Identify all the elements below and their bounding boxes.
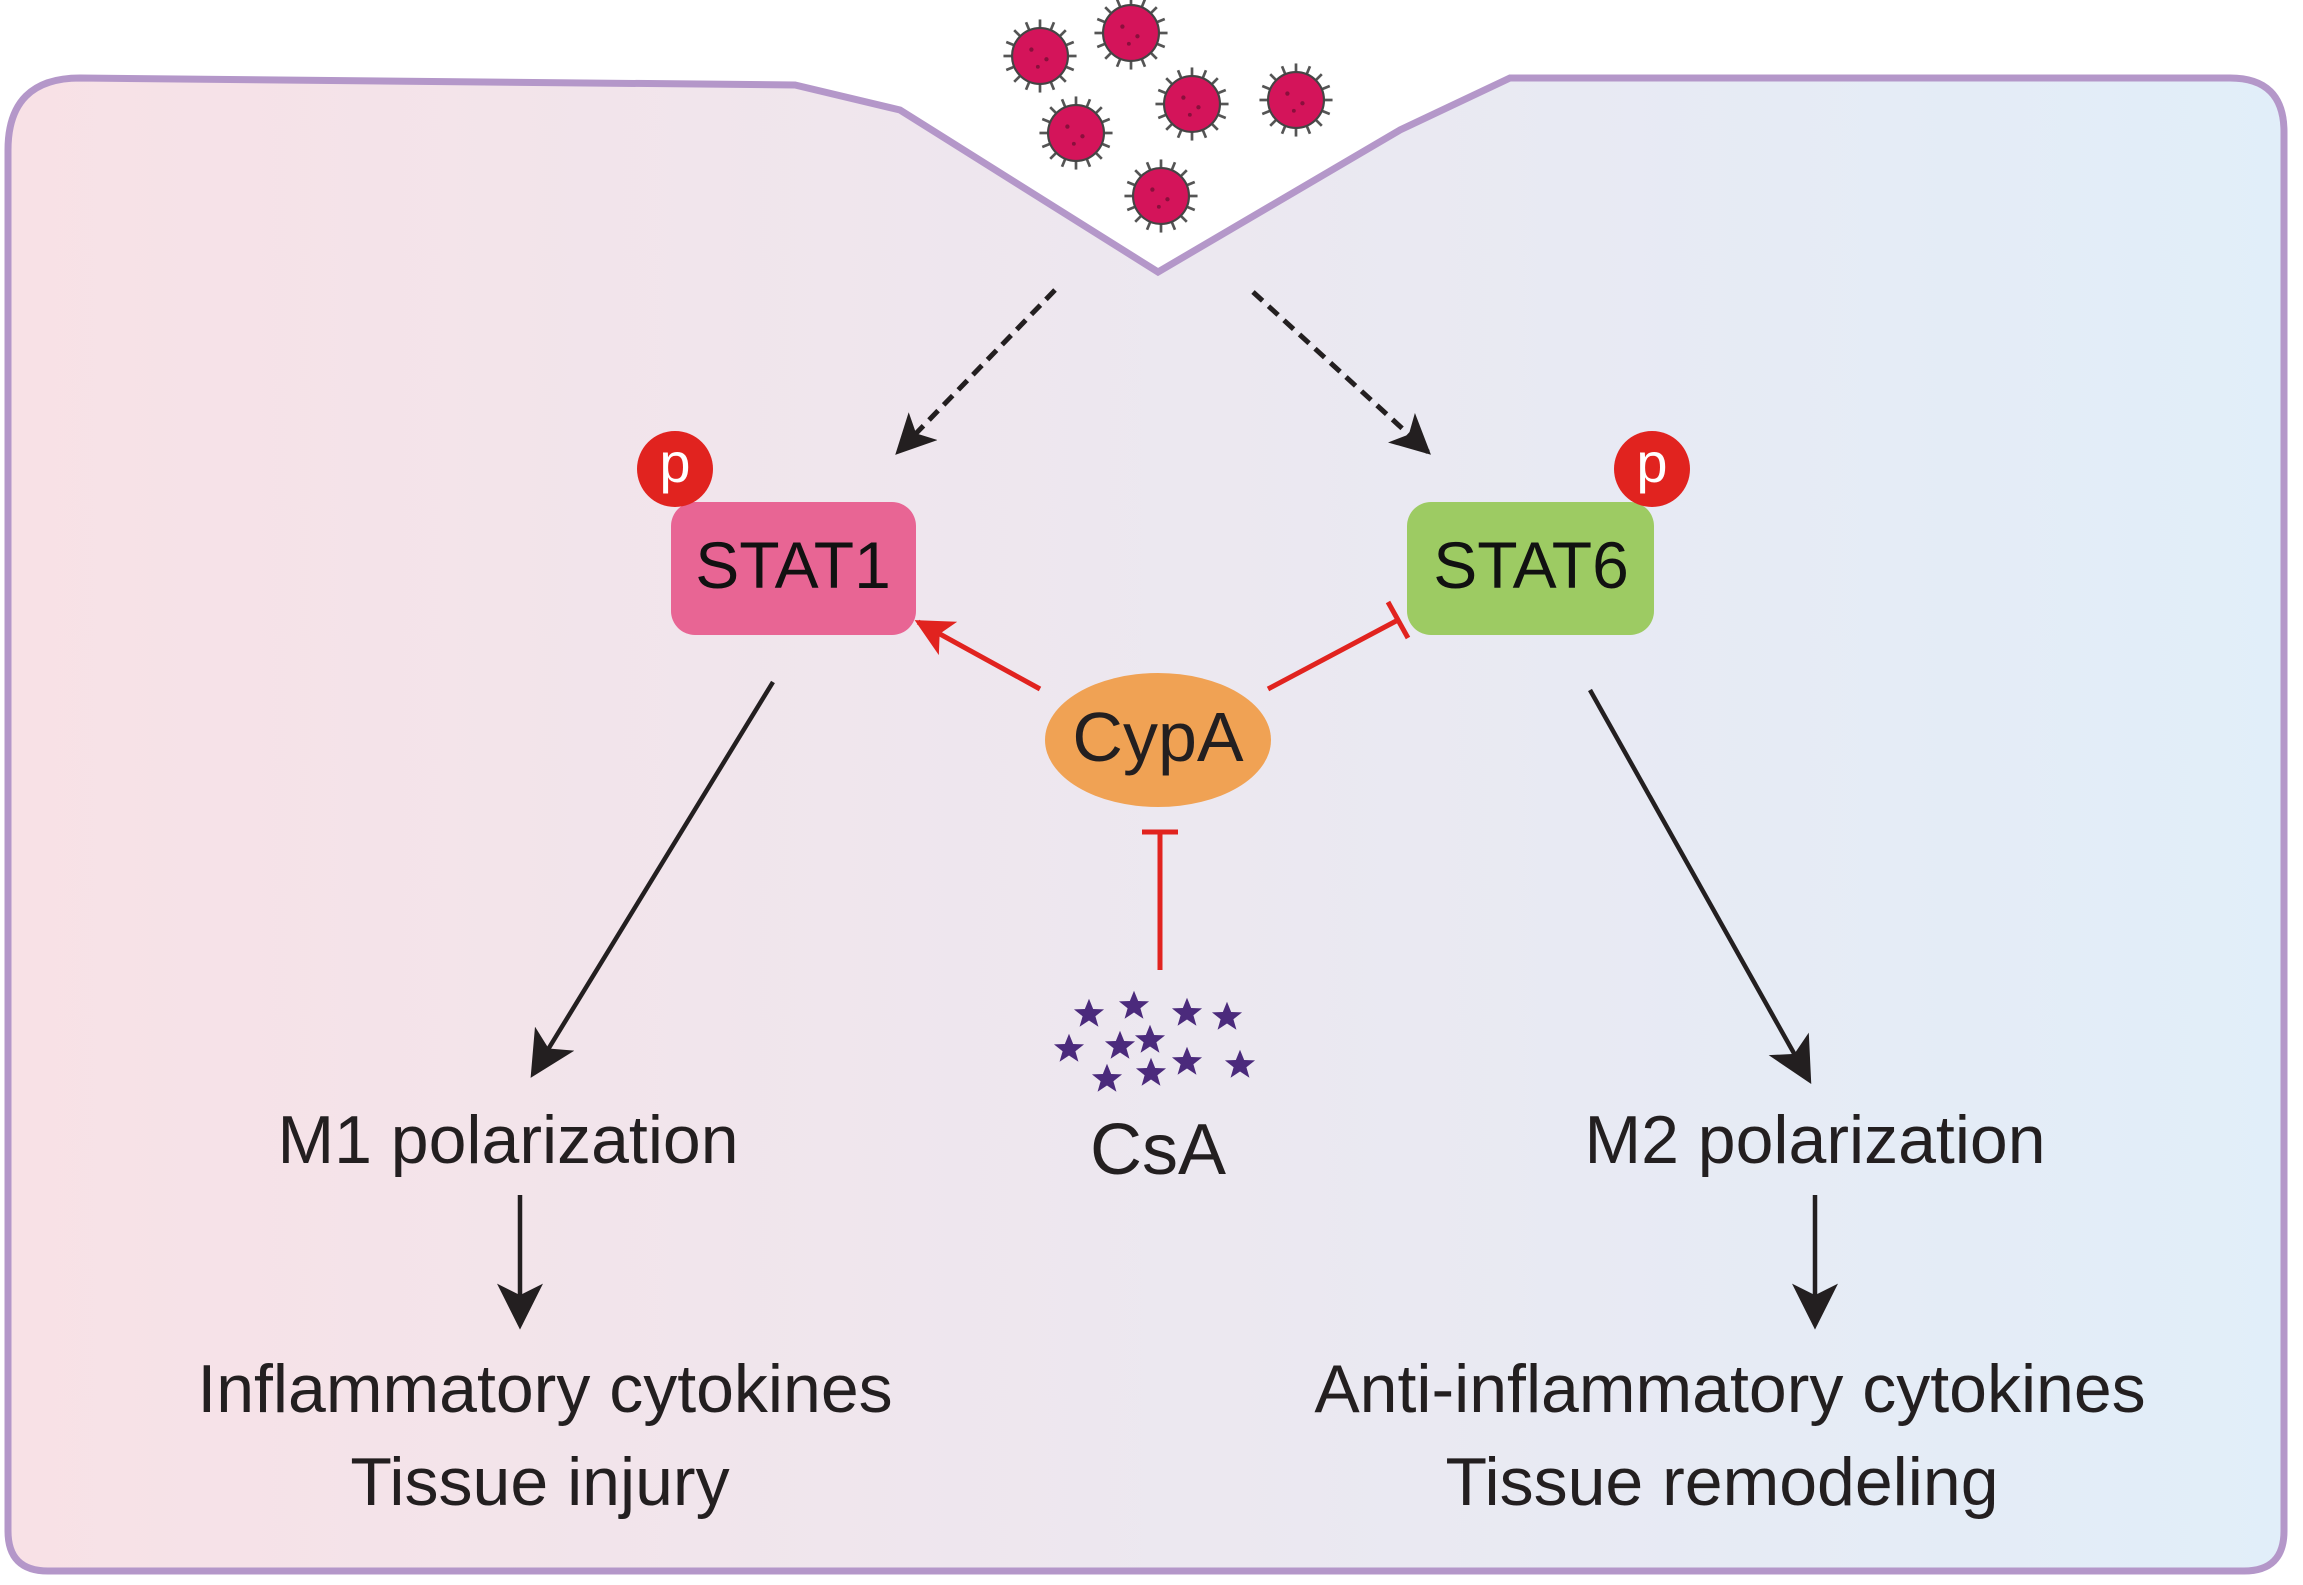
cypa-inhibits-stat6 (1266, 600, 1411, 692)
m2-polarization-label: M2 polarization (1584, 1102, 2045, 1178)
stat1-node: STAT1 p (637, 431, 916, 635)
virus-icon (1038, 95, 1114, 171)
virus-icon (1154, 66, 1230, 142)
virus-icon (1002, 18, 1078, 94)
cypa-to-stat1-arrow (914, 619, 1042, 692)
csa-label: CsA (1090, 1110, 1226, 1190)
stat1-phospho-label: p (659, 431, 690, 494)
stat1-label: STAT1 (695, 528, 891, 602)
virus-icon (1123, 158, 1199, 234)
stat6-label: STAT6 (1433, 528, 1629, 602)
csa-inhibits-cypa (1142, 829, 1178, 970)
virus-icon (1258, 62, 1334, 138)
m1-outcome-line2: Tissue injury (350, 1444, 729, 1520)
virus-icon (1093, 0, 1169, 71)
stat6-to-m2-arrow (1588, 688, 1812, 1085)
stat6-phospho-badge (1614, 431, 1690, 507)
cypa-node: CypA (1045, 673, 1271, 807)
stat1-to-m1-arrow (530, 680, 775, 1078)
cypa-label: CypA (1072, 698, 1243, 776)
cell-membrane (4, 74, 2288, 1575)
virus-to-stat1-arrow (895, 288, 1057, 455)
m1-outcome-line1: Inflammatory cytokines (197, 1351, 892, 1427)
m2-outcome-line2: Tissue remodeling (1445, 1444, 1998, 1520)
stat6-node: STAT6 p (1407, 431, 1690, 635)
m2-outcome-line1: Anti-inflammatory cytokines (1314, 1351, 2145, 1427)
stat1-phospho-badge (637, 431, 713, 507)
virus-to-stat6-arrow (1251, 290, 1431, 455)
m1-polarization-label: M1 polarization (277, 1102, 738, 1178)
stat6-phospho-label: p (1636, 431, 1667, 494)
